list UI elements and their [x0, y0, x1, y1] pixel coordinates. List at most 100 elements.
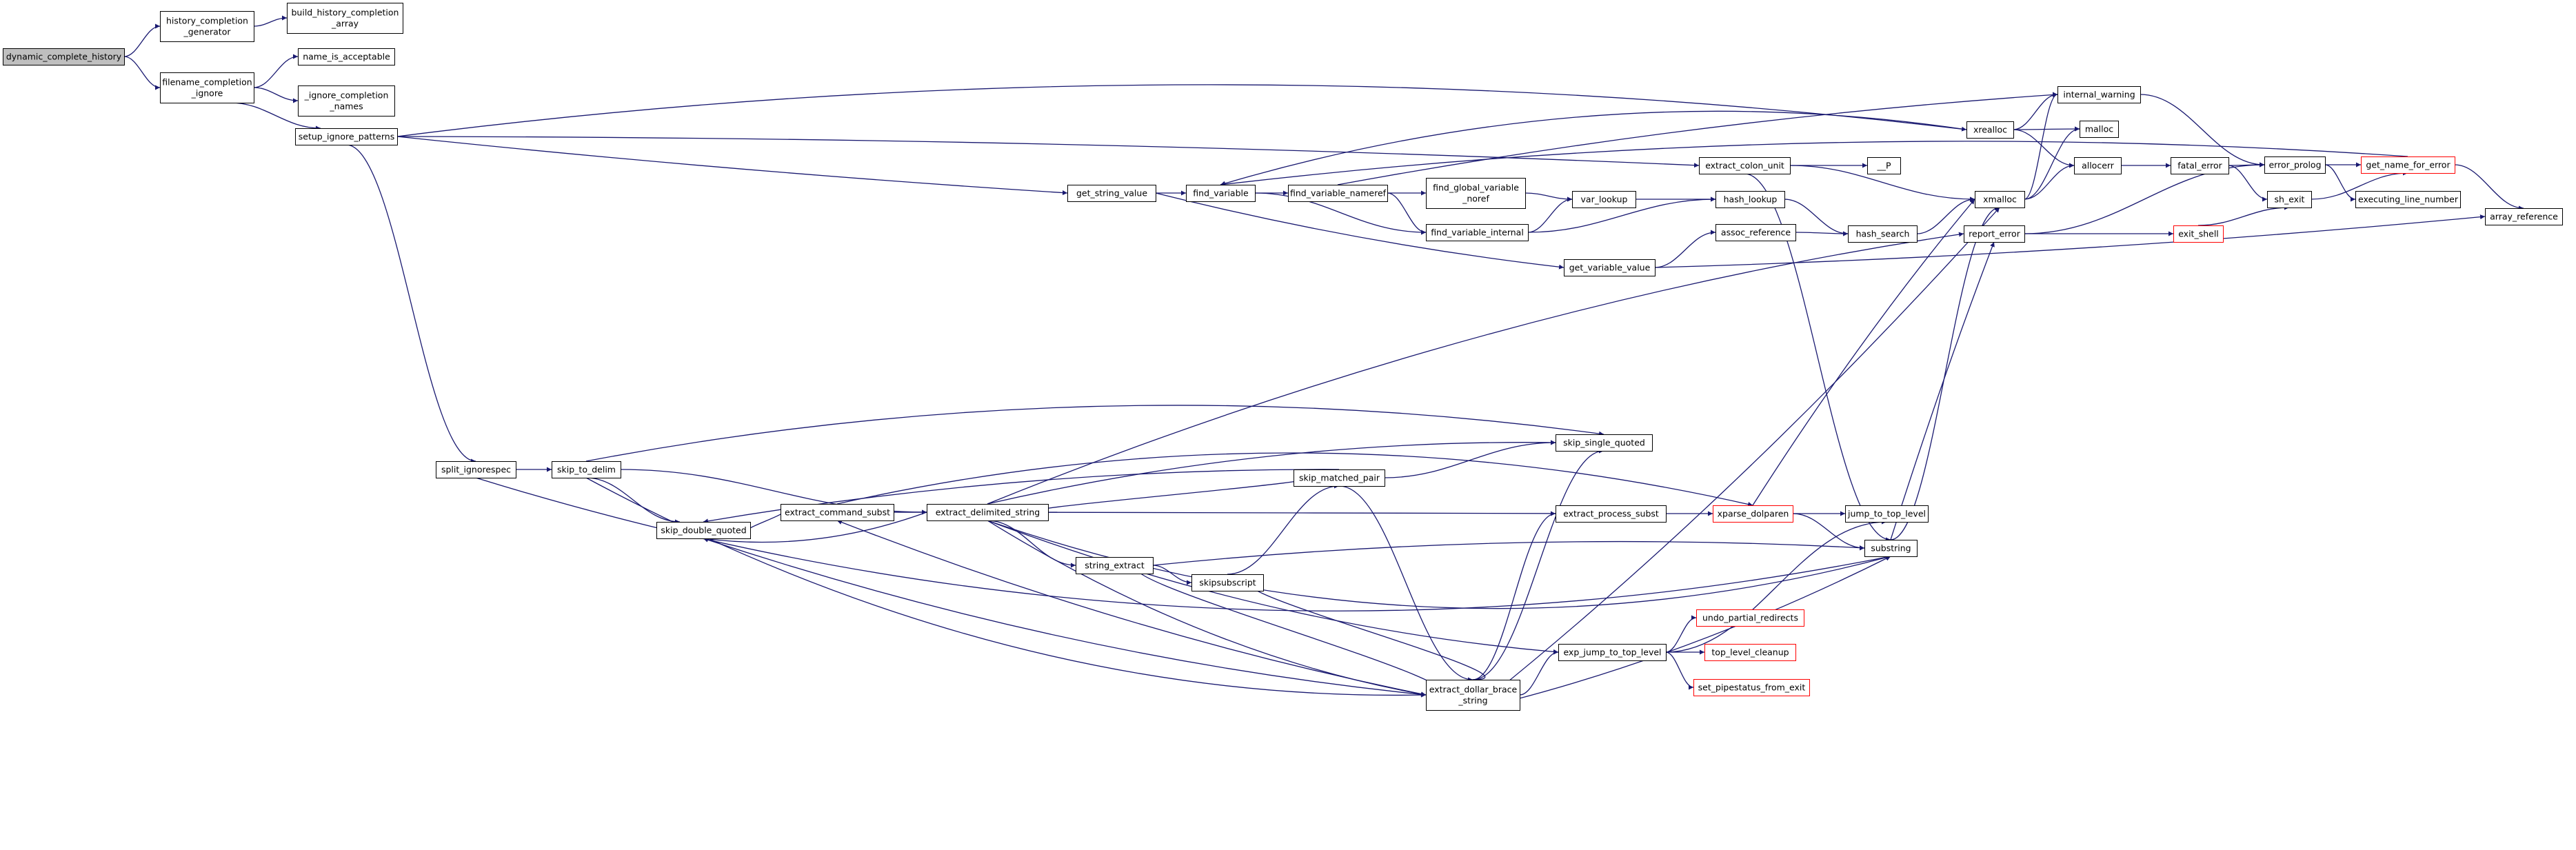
node-dynamic-complete-history[interactable]: dynamic_complete_history — [3, 48, 125, 65]
node-hash-search[interactable]: hash_search — [1848, 225, 1918, 243]
node-undo-partial-redirects[interactable]: undo_partial_redirects — [1696, 609, 1804, 627]
call-edge-get-name-for-error-to-array-reference — [2454, 164, 2524, 211]
call-edge-extract-colon-unit-to-xmalloc — [1789, 165, 1975, 202]
call-edge-skip-matched-pair-to-skip-single-quoted — [1384, 440, 1556, 478]
node-box — [2057, 86, 2141, 103]
node-extract-process-subst[interactable]: extract_process_subst — [1556, 505, 1667, 523]
call-edge-find-variable-nameref-to-find-variable-internal — [1387, 192, 1427, 235]
call-edge-extract-dollar-brace-string-to-skip-double-quoted — [703, 537, 1427, 696]
node-sh-exit[interactable]: sh_exit — [2267, 191, 2312, 208]
node-label: malloc — [2085, 124, 2113, 134]
call-edge-skip-to-delim-to-skip-double-quoted — [585, 477, 681, 525]
node-label: extract_colon_unit — [1705, 161, 1784, 171]
node-box — [1426, 178, 1526, 209]
node-box — [160, 11, 254, 42]
node-ignore-completion-names[interactable]: _ignore_completion_names — [298, 85, 395, 117]
node-label: allocerr — [2082, 161, 2115, 171]
node-jump-to-top-level[interactable]: jump_to_top_level — [1845, 505, 1929, 523]
node-string-extract[interactable]: string_extract — [1076, 557, 1154, 574]
call-edge-string-extract-to-skipsubscript — [1152, 565, 1192, 585]
node-label: get_name_for_error — [2366, 160, 2451, 170]
node-skip-matched-pair[interactable]: skip_matched_pair — [1294, 469, 1385, 487]
call-edge-error-prolog-to-executing-line-number — [2324, 164, 2356, 202]
node-box — [1191, 574, 1264, 591]
node-find-variable[interactable]: find_variable — [1186, 185, 1256, 202]
node-extract-delimited-string[interactable]: extract_delimited_string — [927, 504, 1049, 521]
node-box — [2264, 156, 2326, 174]
node-box — [1076, 557, 1154, 574]
node-array-reference[interactable]: array_reference — [2485, 208, 2563, 225]
node-skip-to-delim[interactable]: skip_to_delim — [552, 461, 621, 478]
call-edge-dynamic-complete-history-to-filename-completion-ignore — [123, 56, 161, 90]
call-edge-xmalloc-to-allocerr — [2024, 163, 2075, 200]
node-fatal-error[interactable]: fatal_error — [2171, 157, 2229, 174]
node-P[interactable]: __P — [1867, 157, 1901, 174]
node-name-is-acceptable[interactable]: name_is_acceptable — [298, 48, 395, 65]
node-set-pipestatus-from-exit[interactable]: set_pipestatus_from_exit — [1693, 679, 1810, 696]
node-extract-dollar-brace-string[interactable]: extract_dollar_brace_string — [1426, 680, 1520, 711]
node-find-global-variable-noref[interactable]: find_global_variable_noref — [1426, 178, 1526, 209]
node-find-variable-internal[interactable]: find_variable_internal — [1426, 224, 1529, 241]
call-edge-assoc-reference-to-hash-search — [1795, 231, 1849, 236]
node-internal-warning[interactable]: internal_warning — [2057, 86, 2141, 103]
node-setup-ignore-patterns[interactable]: setup_ignore_patterns — [295, 128, 398, 145]
node-xrealloc[interactable]: xrealloc — [1966, 121, 2014, 139]
node-label: report_error — [1969, 229, 2021, 239]
node-label: array_reference — [2490, 212, 2558, 222]
node-label: substring — [1871, 543, 1911, 554]
node-label: dynamic_complete_history — [6, 52, 122, 62]
node-substring[interactable]: substring — [1864, 540, 1918, 557]
node-xparse-dolparen[interactable]: xparse_dolparen — [1713, 505, 1793, 523]
node-extract-command-subst[interactable]: extract_command_subst — [781, 504, 894, 521]
call-edge-extract-command-subst-to-xparse-dolparen — [836, 452, 1753, 507]
node-get-variable-value[interactable]: get_variable_value — [1564, 259, 1656, 276]
call-edge-exit-shell-to-sh-exit — [2197, 205, 2290, 226]
node-exp-jump-to-top-level[interactable]: exp_jump_to_top_level — [1558, 644, 1667, 661]
node-filename-completion-ignore[interactable]: filename_completion_ignore — [160, 72, 254, 103]
node-skip-double-quoted[interactable]: skip_double_quoted — [656, 522, 751, 539]
call-edge-filename-completion-ignore-to-name-is-acceptable — [253, 54, 299, 88]
node-extract-colon-unit[interactable]: extract_colon_unit — [1699, 157, 1791, 174]
node-label: __P — [1876, 161, 1891, 171]
node-label: executing_line_number — [2358, 194, 2459, 205]
call-edge-extract-dollar-brace-string-to-skipsubscript — [1250, 580, 1486, 680]
node-find-variable-nameref[interactable]: find_variable_nameref — [1288, 185, 1388, 202]
node-box — [1558, 644, 1667, 661]
node-allocerr[interactable]: allocerr — [2074, 157, 2122, 174]
node-label: skip_double_quoted — [661, 525, 746, 536]
node-label: xparse_dolparen — [1718, 509, 1789, 519]
node-top-level-cleanup[interactable]: top_level_cleanup — [1704, 644, 1796, 661]
node-box — [1713, 505, 1793, 523]
node-label: find_variable_nameref — [1290, 188, 1387, 199]
node-get-string-value[interactable]: get_string_value — [1067, 185, 1156, 202]
node-executing-line-number[interactable]: executing_line_number — [2355, 191, 2461, 208]
node-xmalloc[interactable]: xmalloc — [1975, 191, 2025, 208]
node-build-history-completion-array[interactable]: build_history_completion_array — [287, 3, 403, 34]
call-edge-extract-delimited-string-to-exp-jump-to-top-level — [987, 520, 1559, 654]
node-label: var_lookup — [1581, 194, 1628, 205]
call-edge-skip-matched-pair-to-extract-delimited-string — [1033, 477, 1309, 515]
call-edge-xmalloc-to-internal-warning — [2024, 92, 2058, 200]
node-history-completion-generator[interactable]: history_completion_generator — [160, 11, 254, 42]
node-report-error[interactable]: report_error — [1964, 225, 2025, 243]
node-label: hash_search — [1856, 229, 1910, 239]
node-skip-single-quoted[interactable]: skip_single_quoted — [1556, 434, 1653, 452]
node-assoc-reference[interactable]: assoc_reference — [1715, 224, 1796, 241]
node-exit-shell[interactable]: exit_shell — [2173, 225, 2224, 243]
node-malloc[interactable]: malloc — [2080, 121, 2119, 138]
node-box — [1556, 434, 1653, 452]
node-box — [1845, 505, 1929, 523]
node-split-ignorespec[interactable]: split_ignorespec — [436, 461, 516, 478]
node-box — [1696, 609, 1804, 627]
node-label: find_variable_internal — [1431, 227, 1524, 238]
node-label: extract_command_subst — [785, 507, 890, 518]
call-edge-setup-ignore-patterns-to-extract-colon-unit — [396, 136, 1700, 168]
node-error-prolog[interactable]: error_prolog — [2264, 156, 2326, 174]
node-var-lookup[interactable]: var_lookup — [1572, 191, 1636, 208]
node-skipsubscript[interactable]: skipsubscript — [1191, 574, 1264, 591]
call-edge-extract-command-subst-to-skip-double-quoted — [745, 512, 783, 533]
call-edge-report-error-to-error-prolog — [2024, 162, 2265, 234]
node-get-name-for-error[interactable]: get_name_for_error — [2361, 156, 2455, 174]
node-hash-lookup[interactable]: hash_lookup — [1715, 191, 1785, 208]
call-edge-get-name-for-error-to-find-variable — [1220, 141, 2408, 187]
